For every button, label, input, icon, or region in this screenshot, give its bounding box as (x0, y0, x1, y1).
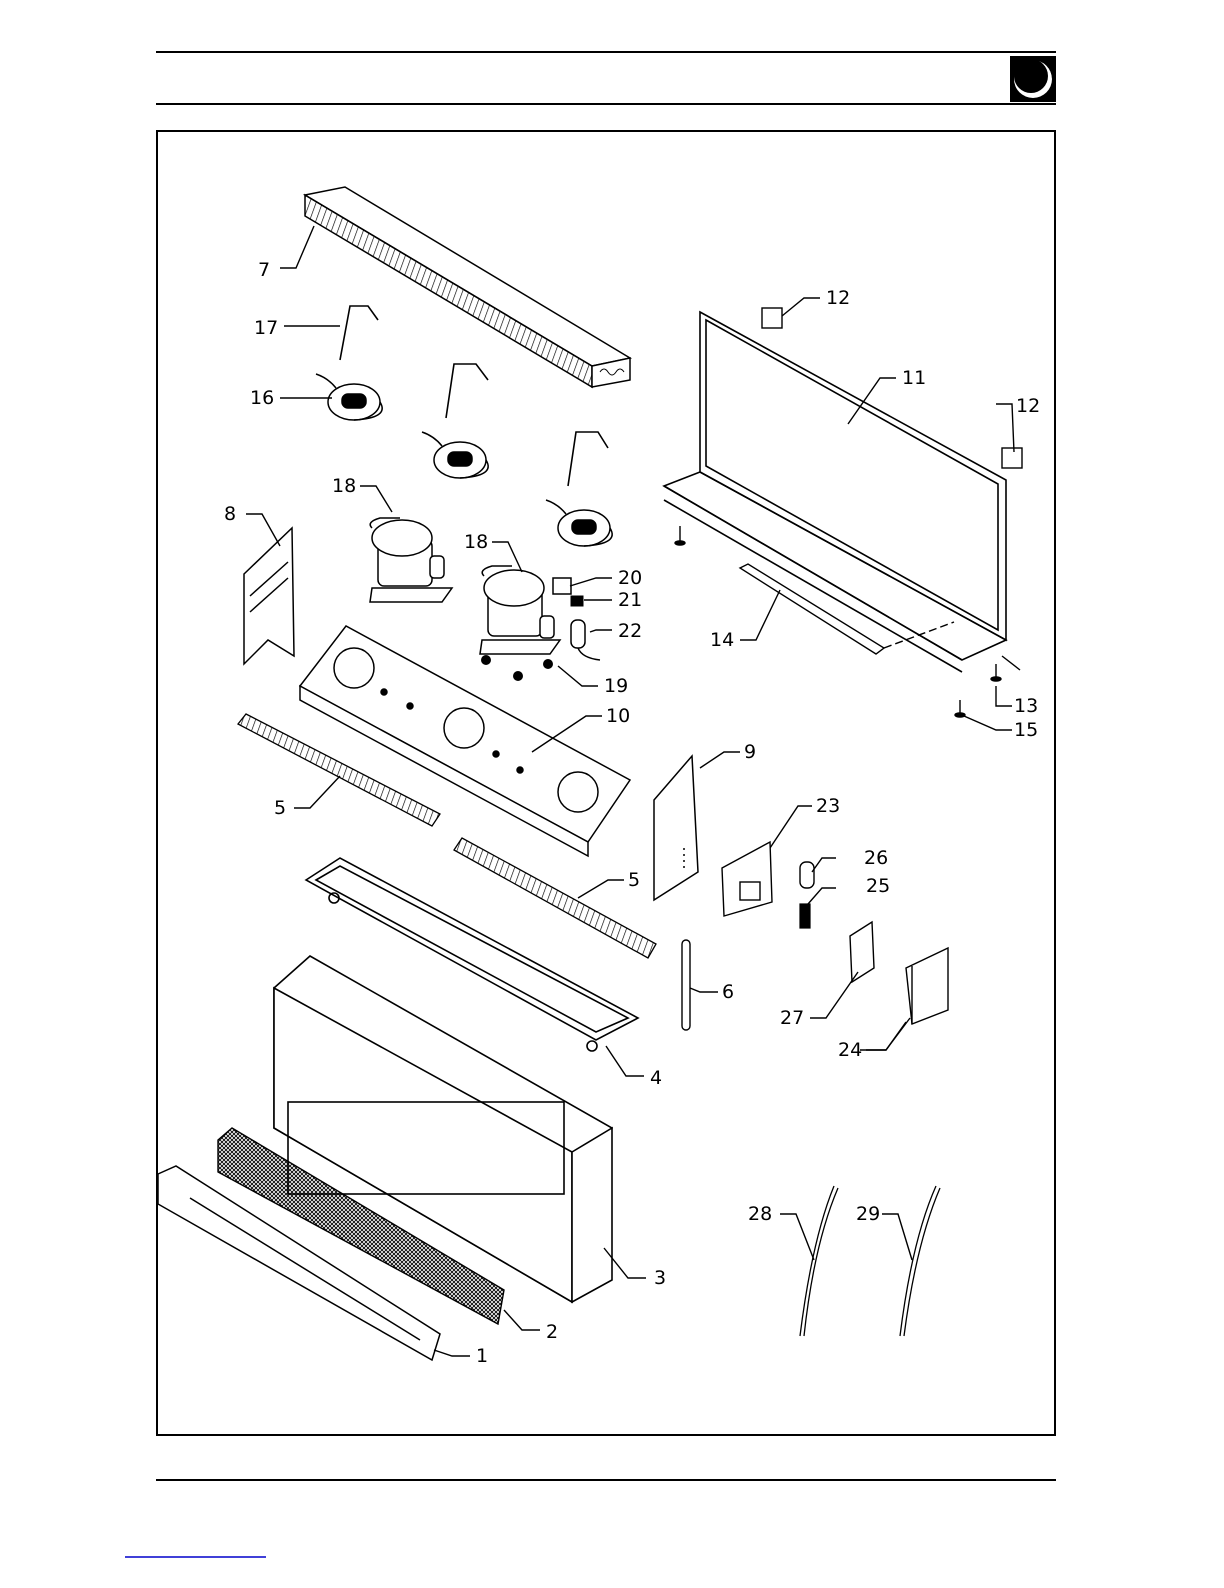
callout-21: 21 (618, 589, 642, 611)
part-12-brackets (762, 308, 1022, 468)
callout-6: 6 (722, 981, 734, 1003)
part-28-wire (800, 1186, 838, 1336)
callout-10: 10 (606, 705, 630, 727)
part-7-coil (305, 187, 630, 387)
part-10-tray (300, 626, 630, 856)
part-13-15-screws (675, 526, 1020, 717)
callout-9: 9 (744, 741, 756, 763)
part-19-feet (481, 655, 553, 681)
part-22-capacitor (571, 620, 600, 660)
part-6-tube (682, 940, 690, 1030)
part-27-plate (850, 922, 874, 982)
callout-24: 24 (838, 1039, 862, 1061)
callout-7: 7 (258, 259, 270, 281)
callout-12b: 12 (1016, 395, 1040, 417)
callout-13: 13 (1014, 695, 1038, 717)
callout-2: 2 (546, 1321, 558, 1343)
part-29-wire (900, 1186, 940, 1336)
callout-5a: 5 (274, 797, 286, 819)
callout-26: 26 (864, 847, 888, 869)
callout-28: 28 (748, 1203, 772, 1225)
callout-16: 16 (250, 387, 274, 409)
callout-8: 8 (224, 503, 236, 525)
callout-18b: 18 (464, 531, 488, 553)
part-20-relay (553, 578, 571, 594)
callout-29: 29 (856, 1203, 880, 1225)
callout-25: 25 (866, 875, 890, 897)
callout-23: 23 (816, 795, 840, 817)
callout-17: 17 (254, 317, 278, 339)
callout-3: 3 (654, 1267, 666, 1289)
part-25-terminal (800, 904, 810, 928)
callout-15: 15 (1014, 719, 1038, 741)
part-21-clip (571, 596, 583, 606)
callout-1: 1 (476, 1345, 488, 1367)
part-14-tube (740, 564, 954, 654)
part-3-cabinet (274, 956, 612, 1302)
part-26-capacitor (800, 862, 814, 888)
callout-27: 27 (780, 1007, 804, 1029)
callout-18a: 18 (332, 475, 356, 497)
part-24-cover (906, 948, 948, 1024)
callout-14: 14 (710, 629, 734, 651)
callout-12a: 12 (826, 287, 850, 309)
callout-11: 11 (902, 367, 926, 389)
callout-5b: 5 (628, 869, 640, 891)
part-23-control-bracket (722, 842, 772, 916)
part-16-fans (316, 374, 612, 546)
callout-4: 4 (650, 1067, 662, 1089)
callout-20: 20 (618, 567, 642, 589)
callout-19: 19 (604, 675, 628, 697)
part-9-side-panel (654, 756, 698, 900)
callout-22: 22 (618, 620, 642, 642)
circle-badge-icon (1010, 56, 1056, 102)
part-8-side-panel (244, 528, 294, 664)
